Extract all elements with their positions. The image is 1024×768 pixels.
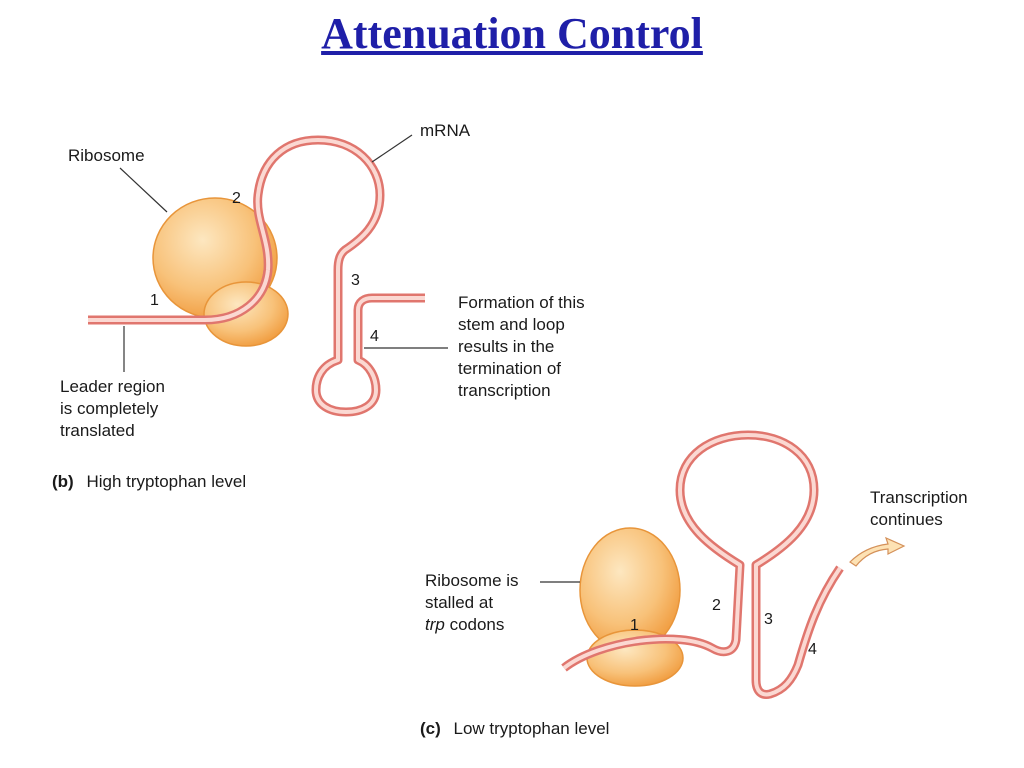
mrna-pointer-b — [371, 134, 413, 163]
region-2-label-b: 2 — [232, 190, 241, 207]
page-title: Attenuation Control — [321, 9, 703, 58]
panel-c: 1 2 3 4 Ribosome is stalled at trp codon… — [420, 430, 972, 738]
stalled-text: Ribosome is stalled at trp codons — [425, 571, 523, 634]
region-4-label-c: 4 — [808, 641, 817, 658]
region-4-label-b: 4 — [370, 328, 379, 345]
leader-line-3: translated — [60, 421, 135, 440]
caption-b: (b) High tryptophan level — [52, 472, 246, 491]
leader-region-text: Leader region is completely translated — [60, 377, 170, 440]
mrna-label: mRNA — [420, 121, 471, 140]
caption-c: (c) Low tryptophan level — [420, 719, 609, 738]
formation-text: Formation of this stem and loop results … — [458, 293, 589, 400]
region-3-label-c: 3 — [764, 611, 773, 628]
ribosome-pointer-b — [119, 167, 168, 213]
mrna-strand-b — [88, 135, 425, 417]
transcription-arrow-icon — [849, 536, 906, 567]
region-1-label-b: 1 — [150, 292, 159, 309]
transcription-continues-text: Transcription continues — [870, 488, 972, 529]
region-2-label-c: 2 — [712, 597, 721, 614]
region-3-label-b: 3 — [351, 272, 360, 289]
leader-line-1: Leader region — [60, 377, 165, 396]
region-1-label-c: 1 — [630, 617, 639, 634]
panel-b: Ribosome mRNA 1 2 3 4 Leader region is c… — [52, 121, 589, 491]
ribosome-small-subunit-b — [203, 281, 289, 347]
mrna-strand-c — [561, 430, 844, 699]
leader-line-2: is completely — [60, 399, 159, 418]
ribosome-label-b: Ribosome — [68, 146, 145, 165]
